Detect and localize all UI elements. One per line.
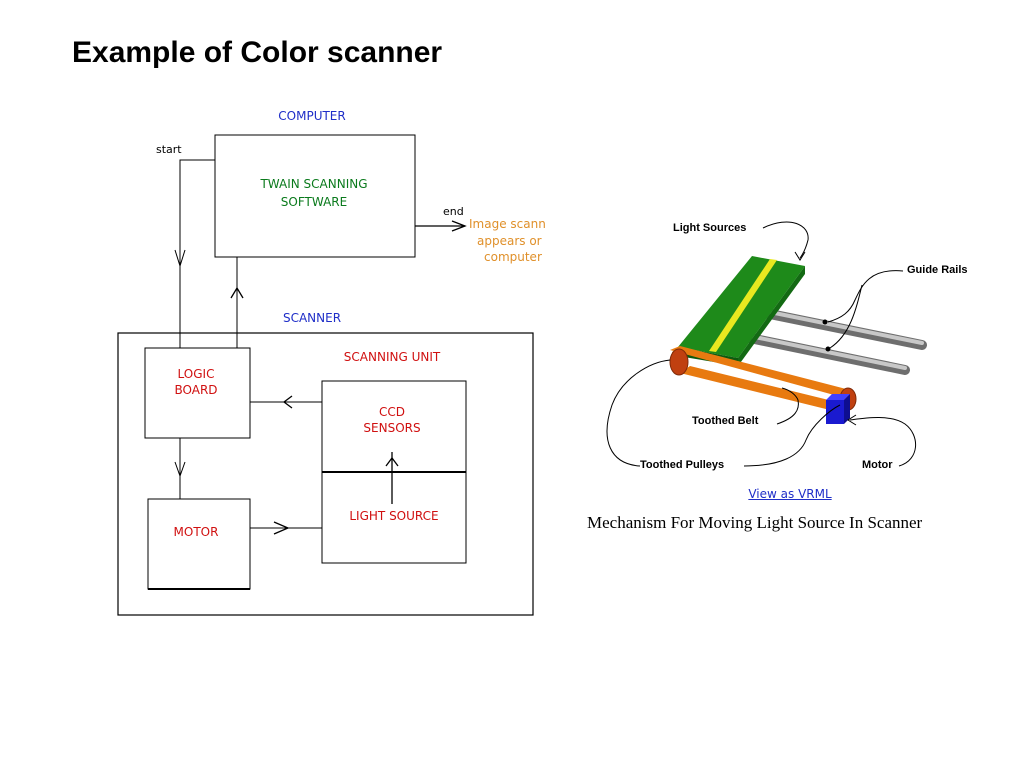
- logic-line1: LOGIC: [177, 367, 215, 381]
- output-line3: computer: [484, 250, 542, 264]
- end-label: end: [443, 205, 464, 218]
- computer-box: [214, 134, 416, 258]
- toothed-pulleys-callout: [606, 359, 671, 467]
- computer-label: COMPUTER: [278, 109, 346, 123]
- motor-callout-label: Motor: [862, 459, 893, 471]
- toothed-belt-label: Toothed Belt: [692, 415, 759, 427]
- motor-label: MOTOR: [173, 525, 219, 539]
- light-sources-callout: [762, 221, 809, 259]
- toothed-belt-callout: [776, 387, 799, 425]
- scanner-label: SCANNER: [282, 311, 342, 325]
- ccd-line1: CCD: [379, 405, 405, 419]
- guide-rails: [740, 307, 927, 375]
- light-sources-label: Light Sources: [673, 222, 747, 234]
- logic-line2: BOARD: [174, 383, 218, 397]
- slide-title: Example of Color scanner: [72, 36, 443, 69]
- view-as-vrml-link[interactable]: View as VRML: [748, 487, 832, 501]
- scanner-box: [117, 332, 534, 616]
- light-source-carriage: [678, 256, 805, 366]
- up-arrow-to-computer: [230, 286, 244, 299]
- motor-callout: [849, 417, 917, 467]
- toothed-pulleys-label: Toothed Pulleys: [640, 459, 725, 471]
- scanning-unit-label: SCANNING UNIT: [343, 350, 441, 364]
- ccd-line2: SENSORS: [363, 421, 421, 435]
- start-arrow-down: [174, 249, 186, 268]
- start-line: [179, 159, 215, 348]
- software-line1: TWAIN SCANNING: [260, 177, 368, 191]
- guide-rails-callout: [827, 270, 904, 323]
- motor-block: [826, 394, 850, 424]
- logic-board-box: [144, 347, 251, 439]
- guide-rails-label: Guide Rails: [907, 264, 968, 276]
- left-pulley: [669, 348, 689, 376]
- software-line2: SOFTWARE: [280, 195, 348, 209]
- start-label: start: [156, 143, 182, 156]
- mechanism-caption: Mechanism For Moving Light Source In Sca…: [587, 513, 923, 532]
- output-line2: appears or: [477, 234, 542, 248]
- output-line1: Image scann: [469, 217, 546, 231]
- light-source-label: LIGHT SOURCE: [349, 509, 439, 523]
